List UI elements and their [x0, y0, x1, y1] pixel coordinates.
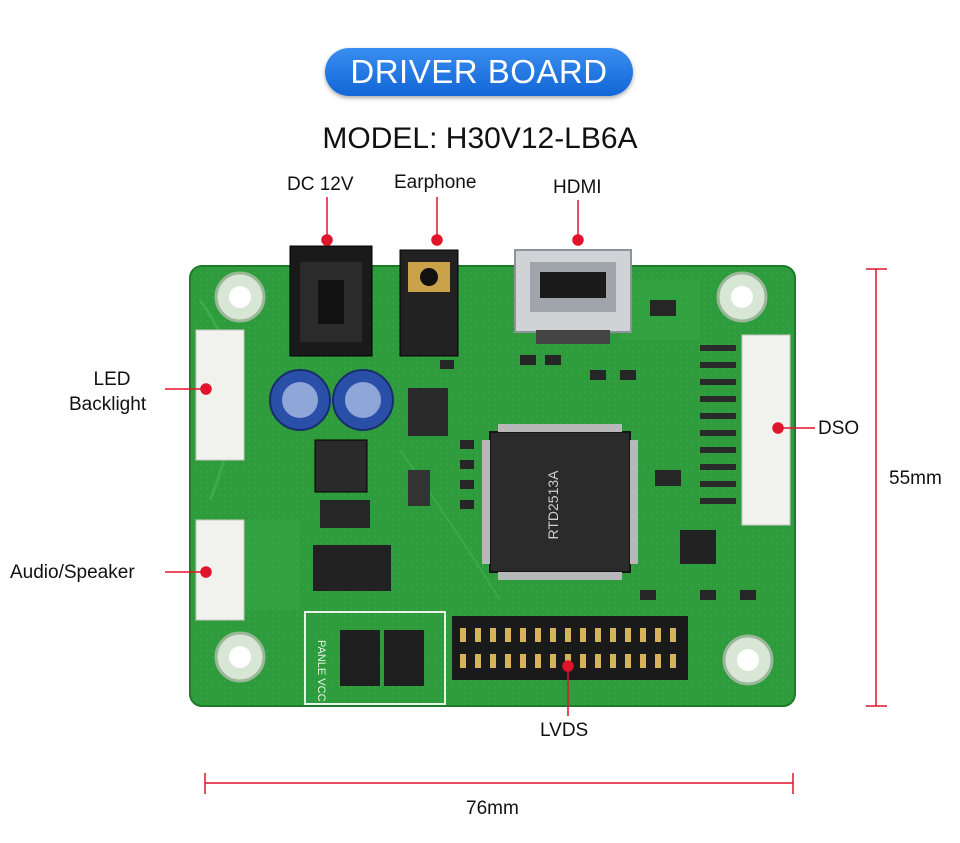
lvds-pin: [490, 654, 496, 668]
model-text: MODEL: H30V12-LB6A: [322, 122, 638, 155]
lvds-pin: [580, 628, 586, 642]
dimension-width: 76mm: [466, 798, 519, 819]
lvds-pin: [475, 628, 481, 642]
lvds-pin: [460, 654, 466, 668]
dc-jack: [289, 245, 373, 357]
mount-hole-top-left: [214, 271, 266, 323]
lvds-pin: [475, 654, 481, 668]
ic-u10: [313, 545, 391, 591]
callout-lines: [165, 197, 815, 716]
lvds-pin: [595, 654, 601, 668]
label-hdmi: HDMI: [553, 177, 602, 198]
lvds-pin: [505, 654, 511, 668]
inductor-l6: [314, 439, 368, 493]
mount-hole-top-right: [716, 271, 768, 323]
label-led: LED: [93, 369, 131, 390]
lvds-pin: [640, 654, 646, 668]
lvds-pin: [460, 628, 466, 642]
header-badge: DRIVER BOARD: [325, 48, 633, 96]
lvds-pin: [490, 628, 496, 642]
chip-label: RTD2513A: [545, 470, 561, 540]
dimension-height: 55mm: [889, 468, 942, 489]
dimension-lines: [204, 268, 887, 794]
jumper-label: PANLE VCC: [315, 640, 327, 702]
main-chip-rtd2513a: RTD2513A: [482, 424, 638, 580]
label-earphone: Earphone: [394, 172, 477, 193]
lvds-pin: [655, 654, 661, 668]
led-backlight-connector: [195, 329, 245, 461]
hdmi-connector: [514, 249, 632, 344]
lvds-pin: [595, 628, 601, 642]
ic-u8: [680, 530, 716, 564]
lvds-pin: [580, 654, 586, 668]
lvds-pin: [520, 628, 526, 642]
label-dso: DSO: [818, 418, 860, 439]
lvds-pin: [640, 628, 646, 642]
panel-vcc-jumper: PANLE VCC: [304, 611, 446, 705]
label-lvds: LVDS: [540, 720, 589, 741]
lvds-pin: [565, 628, 571, 642]
lvds-pin: [670, 628, 676, 642]
label-audio-speaker: Audio/Speaker: [10, 562, 135, 583]
header-title: DRIVER BOARD: [350, 53, 608, 90]
earphone-jack: [399, 249, 459, 357]
capacitor-ec2: [332, 369, 394, 431]
lvds-pin: [550, 628, 556, 642]
capacitor-ec3: [269, 369, 331, 431]
lvds-pin: [625, 654, 631, 668]
lvds-pin: [505, 628, 511, 642]
lvds-pin: [550, 654, 556, 668]
lvds-pin: [610, 628, 616, 642]
lvds-pin: [535, 654, 541, 668]
lvds-pin: [520, 654, 526, 668]
label-dc-12v: DC 12V: [287, 174, 354, 195]
mount-hole-bottom-right: [722, 634, 774, 686]
lvds-pin: [655, 628, 661, 642]
mount-hole-bottom-left: [214, 631, 266, 683]
lvds-pin: [535, 628, 541, 642]
label-backlight: Backlight: [69, 394, 147, 415]
lvds-pin: [625, 628, 631, 642]
lvds-pin: [670, 654, 676, 668]
lvds-pin: [610, 654, 616, 668]
